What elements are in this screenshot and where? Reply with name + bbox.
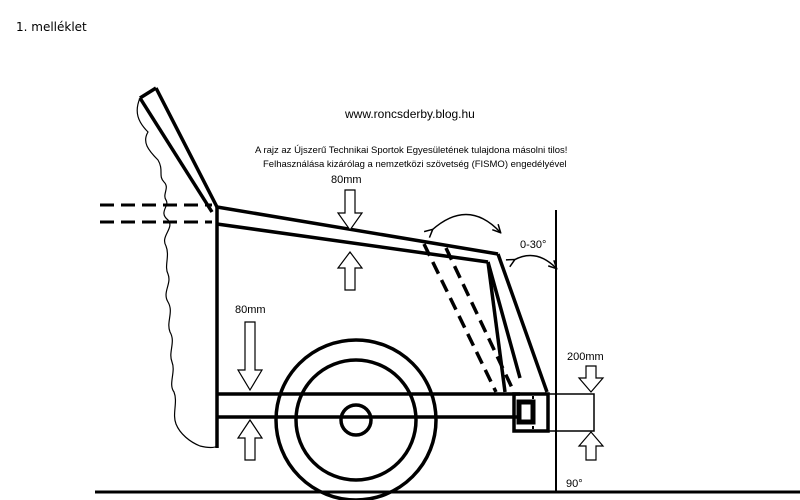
bumper-dimension-arrows: [577, 365, 605, 461]
roof-dashed-lines: [100, 203, 212, 224]
website-url: www.roncsderby.blog.hu: [344, 107, 475, 121]
copyright-notice-line1: A rajz az Újszerű Technikai Sportok Egye…: [255, 145, 567, 156]
rotation-arrows: [432, 213, 556, 268]
bumper-height-box: [547, 393, 595, 432]
copyright-notice-line2: Felhasználása kizárólag a nemzetközi szö…: [263, 159, 567, 170]
hood-height-label: 80mm: [331, 174, 362, 186]
tilt-angle-label: 0-30°: [520, 239, 546, 251]
frame-height-label: 80mm: [235, 304, 266, 316]
frame-dimension-arrows: [236, 321, 264, 461]
hood-outline: [216, 205, 499, 264]
frame-through-wheel: [290, 392, 430, 419]
right-angle-label: 90°: [566, 478, 583, 490]
hood-dimension-arrows: [336, 189, 364, 291]
bumper-block: [512, 392, 550, 433]
front-panel-dashed: [422, 243, 516, 393]
front-panel-solid: [486, 253, 549, 393]
bumper-height-label: 200mm: [567, 351, 604, 363]
windshield-pillar: [138, 86, 219, 213]
attachment-label: 1. melléklet: [16, 20, 87, 34]
body-cut-edge: [136, 97, 219, 449]
wheel: [274, 338, 438, 500]
